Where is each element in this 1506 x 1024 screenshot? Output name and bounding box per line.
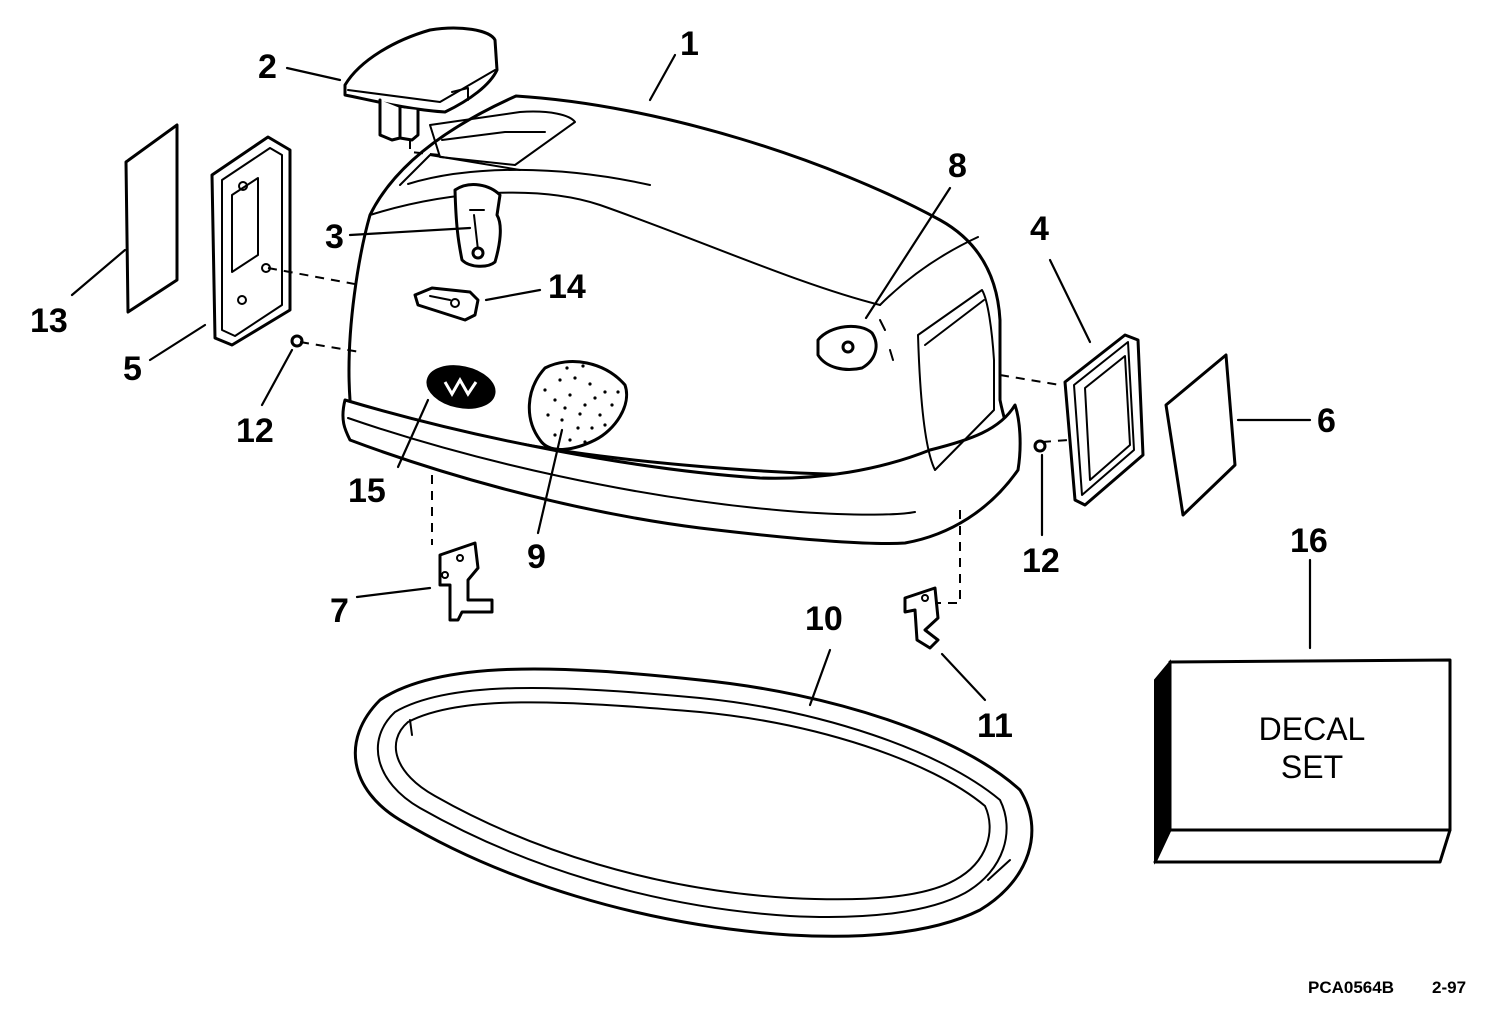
latch-plate	[453, 183, 502, 268]
side-frame-right	[1063, 333, 1145, 507]
callout-10: 10	[805, 600, 843, 638]
callout-12-left: 12	[236, 412, 274, 450]
latch-lever	[413, 286, 480, 322]
callout-1: 1	[680, 25, 699, 63]
panel-insert-right	[1164, 353, 1237, 517]
emblem-decal	[426, 365, 496, 409]
seal-ring	[353, 667, 1034, 938]
callout-16: 16	[1290, 522, 1328, 560]
decal-set-box: DECAL SET	[1153, 658, 1452, 865]
leader-lines	[70, 53, 1312, 707]
callout-5: 5	[123, 350, 142, 388]
bracket-right	[903, 586, 940, 650]
callout-12-right: 12	[1022, 542, 1060, 580]
callout-6: 6	[1317, 402, 1336, 440]
callout-11: 11	[977, 707, 1013, 745]
decal-box-line1: DECAL	[1259, 711, 1366, 747]
screw-left	[290, 334, 304, 348]
assembly-lines	[267, 140, 1069, 604]
callout-15: 15	[348, 472, 386, 510]
callout-13: 13	[30, 302, 68, 340]
grommet	[816, 324, 878, 371]
part-code: PCA0564B	[1308, 978, 1394, 997]
callout-2: 2	[258, 48, 277, 86]
screw-right	[1033, 439, 1047, 453]
panel-insert-left	[124, 123, 179, 314]
side-frame-left	[210, 135, 292, 347]
date-code: 2-97	[1432, 978, 1466, 997]
callout-4: 4	[1030, 210, 1049, 248]
handle	[343, 26, 499, 142]
callout-7: 7	[330, 592, 349, 630]
callout-3: 3	[325, 218, 344, 256]
reference-footer: PCA0564B 2-97	[1308, 978, 1466, 997]
callout-8: 8	[948, 147, 967, 185]
bracket-left	[438, 541, 494, 622]
decal-box-line2: SET	[1281, 749, 1343, 785]
callout-14: 14	[548, 268, 586, 306]
callout-9: 9	[527, 538, 546, 576]
callout-labels: 1 2 3 4 5 6 7 8 9 10 11 12 12 13 14 15 1…	[30, 25, 1336, 745]
foam-pad	[527, 360, 628, 451]
engine-cover	[341, 94, 1022, 545]
